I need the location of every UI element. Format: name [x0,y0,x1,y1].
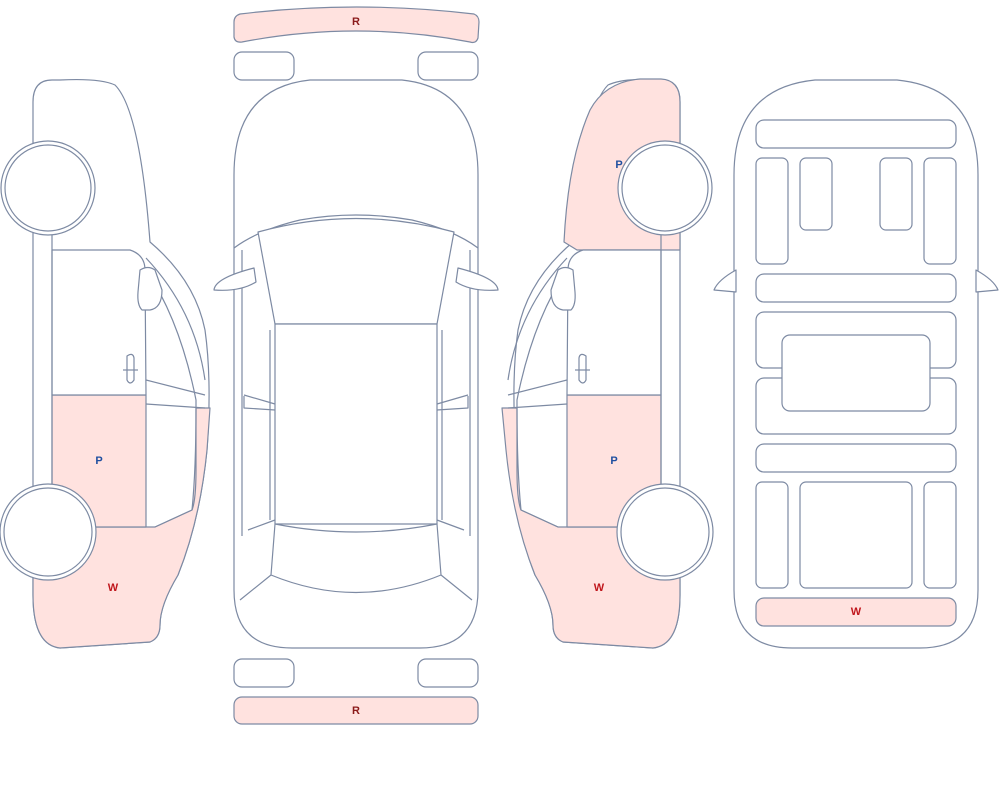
underside-front-left-rail [755,157,789,265]
underside-front-right-mount [879,157,913,231]
right-side-marker-p-door: P [610,455,617,467]
left-side-door-handle [126,353,135,384]
top-right-mirror [455,267,499,291]
underside-front-subframe [755,273,957,303]
left-side-front-wheel [4,144,92,232]
left-side-front-door [51,249,147,396]
underside-rear-left-rail [755,481,789,589]
left-side-marker-p: P [95,455,102,467]
top-left-mirror [213,267,257,291]
right-side-marker-w: W [594,582,605,594]
top-view: R R [213,6,499,725]
underside-rear-right-rail [923,481,957,589]
underside-left-flap [713,269,737,293]
underside-spare-wheel-well [799,481,913,589]
underside-view: W [713,79,999,649]
left-side-b-pillar [145,379,206,409]
right-side-b-pillar [507,379,568,409]
underside-rear-panel-damaged [755,597,957,627]
top-roof [274,323,438,525]
right-side-front-wheel [621,144,709,232]
right-side-a-pillar [507,257,568,381]
underside-front-left-mount [799,157,833,231]
right-side-front-door [566,249,662,396]
right-side-marker-p-fender: P [615,159,622,171]
top-front-bumper-marker: R [352,16,360,28]
top-rear-bumper-marker: R [352,705,360,717]
top-windshield [257,217,455,325]
right-side-rear-quarter-damaged [501,407,681,649]
right-side-view: P P W [501,78,714,649]
left-side-marker-w: W [108,582,119,594]
underside-front-right-rail [923,157,957,265]
left-side-rear-quarter-damaged [32,407,211,649]
underside-right-flap [975,269,999,293]
left-side-window-frame [145,269,197,528]
left-side-a-pillar [145,257,206,381]
underside-marker-w: W [851,606,862,618]
underside-rear-crossmember [755,443,957,473]
right-side-door-handle [578,353,587,384]
left-side-rear-wheel [3,487,93,577]
left-side-mirror [137,266,163,311]
right-side-window-frame [516,269,568,528]
underside-front-crossmember [755,119,957,149]
top-right-door-lines [436,250,471,536]
top-front-right-headlight [417,51,479,81]
top-left-door-lines [241,250,276,536]
underside-center-tunnel [781,334,931,412]
left-side-view: P W [0,78,211,649]
right-side-mirror [550,266,576,311]
top-rear-window [270,523,442,594]
top-rear-left-taillight [233,658,295,688]
top-rear-right-taillight [417,658,479,688]
top-trunk-line [239,574,473,601]
top-rear-bumper-damaged [233,696,479,725]
right-side-rear-wheel [620,487,710,577]
top-front-bumper-damaged [233,6,480,44]
top-front-left-headlight [233,51,295,81]
